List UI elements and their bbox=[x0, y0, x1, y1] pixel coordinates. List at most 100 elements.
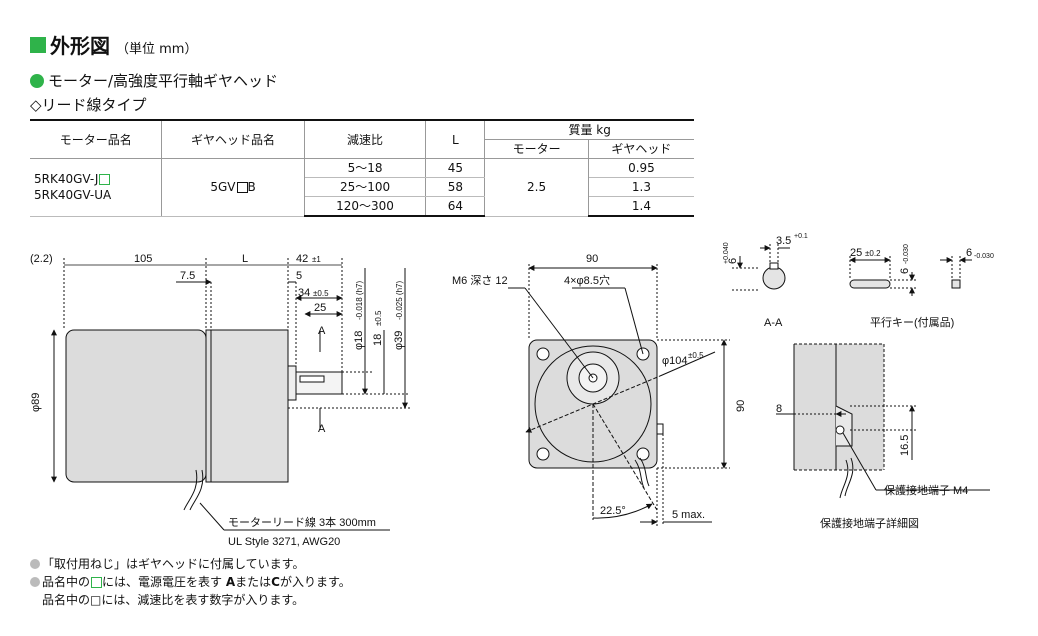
gear-mass-cell: 1.3 bbox=[588, 177, 694, 197]
lead-wire-label: モーターリード線 3本 300mm bbox=[228, 515, 376, 529]
lead-wire bbox=[639, 457, 650, 487]
gearhead-name: 5GV B bbox=[161, 158, 305, 217]
section-aa-labels: 6 +0.040 3.5 +0.1 A-A bbox=[723, 233, 808, 329]
dim-phi18: φ18 bbox=[353, 331, 365, 350]
l-cell: 58 bbox=[425, 177, 486, 197]
th-ratio: 減速比 bbox=[304, 119, 427, 159]
note-text: または bbox=[235, 575, 272, 589]
ground-terminal-label: 保護接地端子 M4 bbox=[884, 483, 968, 497]
note-text: が入ります。 bbox=[279, 575, 351, 589]
ground-screw bbox=[656, 423, 664, 435]
page-title: 外形図 （単位 mm） bbox=[30, 30, 197, 59]
ground-wire bbox=[844, 457, 854, 497]
front-view bbox=[508, 264, 730, 526]
section-aa bbox=[732, 244, 790, 291]
ratio-cell: 25～100 bbox=[304, 177, 427, 197]
lead-wire bbox=[634, 459, 645, 489]
dim-8: 8 bbox=[776, 403, 782, 415]
dim-6-width-tol: -0.030 bbox=[974, 253, 994, 260]
mount-hole bbox=[536, 447, 550, 461]
key-view bbox=[849, 256, 972, 296]
unit-label: （単位 mm） bbox=[116, 42, 198, 57]
mount-hole bbox=[636, 447, 650, 461]
section-mark-a: A bbox=[318, 423, 326, 435]
ratio-cell: 120～300 bbox=[304, 196, 427, 217]
motor-names: 5RK40GV-J 5RK40GV-UA bbox=[30, 158, 163, 217]
ground-wire bbox=[839, 459, 849, 499]
note-1: 「取付用ねじ」はギヤヘッドに付属しています。 bbox=[30, 555, 351, 573]
dim-phi39: φ39 bbox=[393, 331, 405, 350]
dim-18-tol: ±0.5 bbox=[374, 310, 383, 326]
dim-34: 34 bbox=[298, 287, 310, 299]
dim-l: L bbox=[242, 253, 248, 265]
terminal-labels: 8 16.5 保護接地端子 M4 保護接地端子詳細図 bbox=[776, 403, 968, 530]
key-caption: 平行キー(付属品) bbox=[870, 316, 954, 329]
lead-wire-spec: UL Style 3271, AWG20 bbox=[228, 536, 340, 548]
motor-name-1: 5RK40GV-J bbox=[34, 172, 99, 187]
key-end bbox=[951, 279, 961, 289]
note-3: 品名中の□には、減速比を表す数字が入ります。 bbox=[42, 593, 305, 607]
th-mass-gear: ギヤヘッド bbox=[588, 139, 694, 159]
pcd-tol: ±0.5 bbox=[688, 351, 704, 360]
shaft-section bbox=[762, 266, 786, 290]
key-labels: 25 ±0.2 6 -0.030 6 -0.030 平行キー(付属品) bbox=[850, 244, 994, 329]
dim-6-tol: +0.040 bbox=[723, 242, 730, 264]
dim-phi89: φ89 bbox=[30, 393, 42, 412]
dim-105: 105 bbox=[134, 253, 152, 265]
dim-25-tol: ±0.2 bbox=[865, 249, 881, 258]
note-text: 品名中の bbox=[42, 575, 91, 589]
dim-16.5: 16.5 bbox=[899, 435, 911, 456]
l-cell: 45 bbox=[425, 158, 486, 178]
dim-42-tol: ±1 bbox=[312, 255, 321, 264]
note-text: 「取付用ねじ」はギヤヘッドに付属しています。 bbox=[42, 557, 305, 571]
motor-mass: 2.5 bbox=[484, 158, 589, 217]
dim-6: 6 bbox=[727, 258, 739, 264]
voltage-code-c: C bbox=[271, 575, 280, 589]
dim-6: 6 bbox=[899, 268, 911, 274]
section-label: A-A bbox=[764, 317, 783, 329]
detail-caption: 保護接地端子詳細図 bbox=[820, 516, 919, 530]
side-view bbox=[51, 258, 410, 531]
spec-table: モーター品名 ギヤヘッド品名 減速比 L 質量 kg モーター ギヤヘッド 5R… bbox=[30, 119, 694, 217]
product-heading: モーター/高強度平行軸ギヤヘッド bbox=[30, 70, 278, 91]
section-mark-a: A bbox=[318, 325, 326, 337]
dim-3.5: 3.5 bbox=[776, 235, 791, 247]
th-gearhead: ギヤヘッド品名 bbox=[161, 119, 305, 159]
dim-34-tol: ±0.5 bbox=[313, 289, 329, 298]
dim-90-width: 90 bbox=[586, 253, 598, 265]
mount-hole bbox=[536, 347, 550, 361]
motor-body bbox=[65, 329, 207, 483]
key-slot bbox=[299, 375, 325, 383]
holes-label: 4×φ8.5穴 bbox=[564, 273, 610, 287]
gearhead-body bbox=[205, 329, 289, 483]
gearhead-name-suffix: B bbox=[247, 180, 256, 195]
gear-mass-cell: 0.95 bbox=[588, 158, 694, 178]
ratio-cell: 5～18 bbox=[304, 158, 427, 178]
th-motor: モーター品名 bbox=[30, 119, 163, 159]
dim-90-height: 90 bbox=[735, 400, 747, 412]
note-bullet bbox=[30, 559, 40, 569]
dim-7.5: 7.5 bbox=[180, 270, 195, 282]
max-label: 5 max. bbox=[672, 509, 705, 521]
dim-25: 25 bbox=[850, 247, 862, 259]
gearhead-name-prefix: 5GV bbox=[210, 180, 236, 195]
gear-mass-cell: 1.4 bbox=[588, 196, 694, 217]
note-bullet bbox=[30, 577, 40, 587]
dim-3.5-tol: +0.1 bbox=[794, 233, 808, 240]
product-subtitle: モーター/高強度平行軸ギヤヘッド bbox=[48, 72, 279, 90]
type-heading: ◇リード線タイプ bbox=[30, 96, 147, 114]
dim-5: 5 bbox=[296, 270, 302, 282]
dim-6-width: 6 bbox=[966, 247, 972, 259]
l-cell: 64 bbox=[425, 196, 486, 217]
dim-42: 42 bbox=[296, 253, 308, 265]
dim-18: 18 bbox=[372, 334, 384, 346]
front-view-labels: 90 90 M6 深さ 12 4×φ8.5穴 φ104 ±0.5 22.5° 5… bbox=[452, 253, 747, 521]
dim-phi39-tol: -0.025 (h7) bbox=[395, 281, 404, 320]
shaft-boss bbox=[287, 365, 297, 401]
ratio-placeholder-box bbox=[236, 182, 248, 194]
lead-wire bbox=[183, 469, 198, 511]
terminal-detail bbox=[776, 343, 990, 499]
th-mass: 質量 kg bbox=[484, 119, 694, 140]
key-side bbox=[849, 279, 891, 289]
